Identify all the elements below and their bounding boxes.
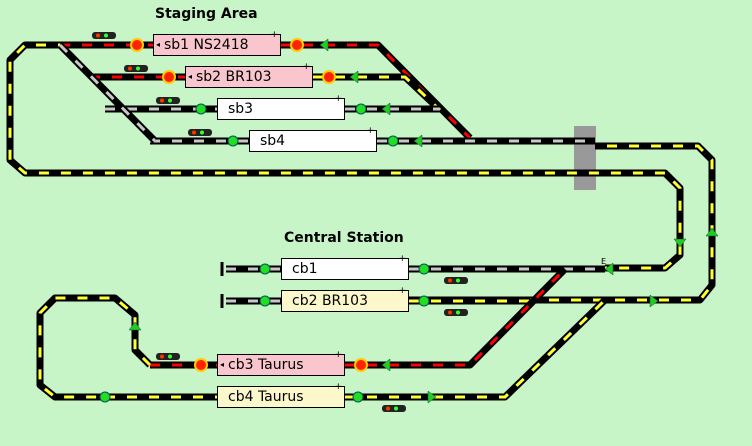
direction-arrow-icon: [673, 238, 687, 248]
signal-head-lamp: [394, 406, 398, 411]
block-plus: +: [334, 94, 342, 104]
block-cb1[interactable]: cb1 +: [281, 254, 409, 280]
signal-head-lamp: [168, 354, 172, 359]
block-cb4[interactable]: cb4 Taurus +: [217, 382, 345, 408]
direction-arrow-icon: [705, 227, 719, 237]
signal-head-lamp: [136, 66, 140, 71]
block-cb2[interactable]: cb2 BR103 +: [281, 286, 409, 312]
block-label: sb1 NS2418: [164, 37, 249, 53]
direction-indicator: ◂: [220, 360, 225, 369]
direction-arrow-icon: [649, 294, 659, 308]
direction-arrow-icon: [128, 321, 142, 331]
block-label: sb3: [228, 101, 254, 117]
cb4-exit-track-dashes: [345, 298, 607, 399]
block-label: cb1: [292, 261, 318, 277]
block-plus: +: [398, 286, 406, 296]
direction-arrow-icon: [381, 358, 391, 372]
direction-arrow-icon: [413, 134, 423, 148]
signal-head-lamp: [386, 406, 390, 411]
sensor-icon[interactable]: [352, 391, 364, 403]
block-label: cb2 BR103: [292, 293, 368, 309]
block-plus: +: [302, 62, 310, 72]
block-plus: +: [334, 350, 342, 360]
signal-lamp: [196, 360, 206, 370]
direction-arrow-icon: [381, 102, 391, 116]
direction-indicator: ◂: [156, 40, 161, 49]
signal-lamp: [132, 40, 142, 50]
sensor-icon[interactable]: [259, 295, 271, 307]
signal-head-lamp: [168, 98, 172, 103]
mainline-return-track-dashes: [395, 144, 714, 302]
sensor-mark: E: [601, 257, 607, 266]
block-sb3[interactable]: sb3 +: [217, 94, 345, 120]
signal-lamp: [324, 72, 334, 82]
signal-head-lamp: [96, 33, 100, 38]
sensor-icon[interactable]: [418, 263, 430, 275]
block-plus: +: [366, 126, 374, 136]
staging-loop-track-dashes: [8, 43, 682, 270]
signal-head-lamp: [456, 278, 460, 283]
signal-head-lamp: [192, 130, 196, 135]
signal-head-lamp: [200, 130, 204, 135]
sb1-exit-track-dashes: [281, 43, 472, 140]
block-plus: +: [270, 30, 278, 40]
sensor-icon[interactable]: [259, 263, 271, 275]
sensor-icon[interactable]: [99, 391, 111, 403]
bridge-icon: [574, 126, 596, 190]
sensor-icon[interactable]: [355, 103, 367, 115]
block-cb3[interactable]: ◂ cb3 Taurus +: [217, 350, 345, 376]
block-plus: +: [398, 254, 406, 264]
central-left-loop-track-dashes: [38, 296, 152, 399]
signal-lamp: [356, 360, 366, 370]
block-sb4[interactable]: sb4 +: [249, 126, 377, 152]
block-plus: +: [334, 382, 342, 392]
cb4-exit-track[interactable]: [345, 297, 608, 401]
block-sb1[interactable]: ◂ sb1 NS2418 +: [153, 30, 281, 56]
signal-head-lamp: [128, 66, 132, 71]
direction-arrow-icon: [604, 262, 614, 276]
signal-head-lamp: [448, 310, 452, 315]
block-label: sb4: [260, 133, 286, 149]
block-label: sb2 BR103: [196, 69, 272, 85]
signal-head-lamp: [456, 310, 460, 315]
sensor-icon[interactable]: [195, 103, 207, 115]
direction-arrow-icon: [319, 38, 329, 52]
block-label: cb3 Taurus: [228, 357, 304, 373]
signal-head-lamp: [160, 354, 164, 359]
central-station-title: Central Station: [284, 230, 404, 246]
signal-head-lamp: [104, 33, 108, 38]
sensor-icon[interactable]: [227, 135, 239, 147]
staging-entry-diag-track-dashes: [58, 43, 157, 143]
signal-head-lamp: [160, 98, 164, 103]
direction-indicator: ◂: [188, 72, 193, 81]
staging-area-title: Staging Area: [155, 6, 258, 22]
signal-lamp: [164, 72, 174, 82]
sensor-icon[interactable]: [387, 135, 399, 147]
signal-head-lamp: [448, 278, 452, 283]
block-label: cb4 Taurus: [228, 389, 304, 405]
sensor-icon[interactable]: [418, 295, 430, 307]
direction-arrow-icon: [349, 70, 359, 84]
sb1-exit-track[interactable]: [281, 41, 473, 141]
block-sb2[interactable]: ◂ sb2 BR103 +: [185, 62, 313, 88]
signal-lamp: [292, 40, 302, 50]
direction-arrow-icon: [427, 390, 437, 404]
sb2-exit-track-dashes: [313, 75, 442, 112]
